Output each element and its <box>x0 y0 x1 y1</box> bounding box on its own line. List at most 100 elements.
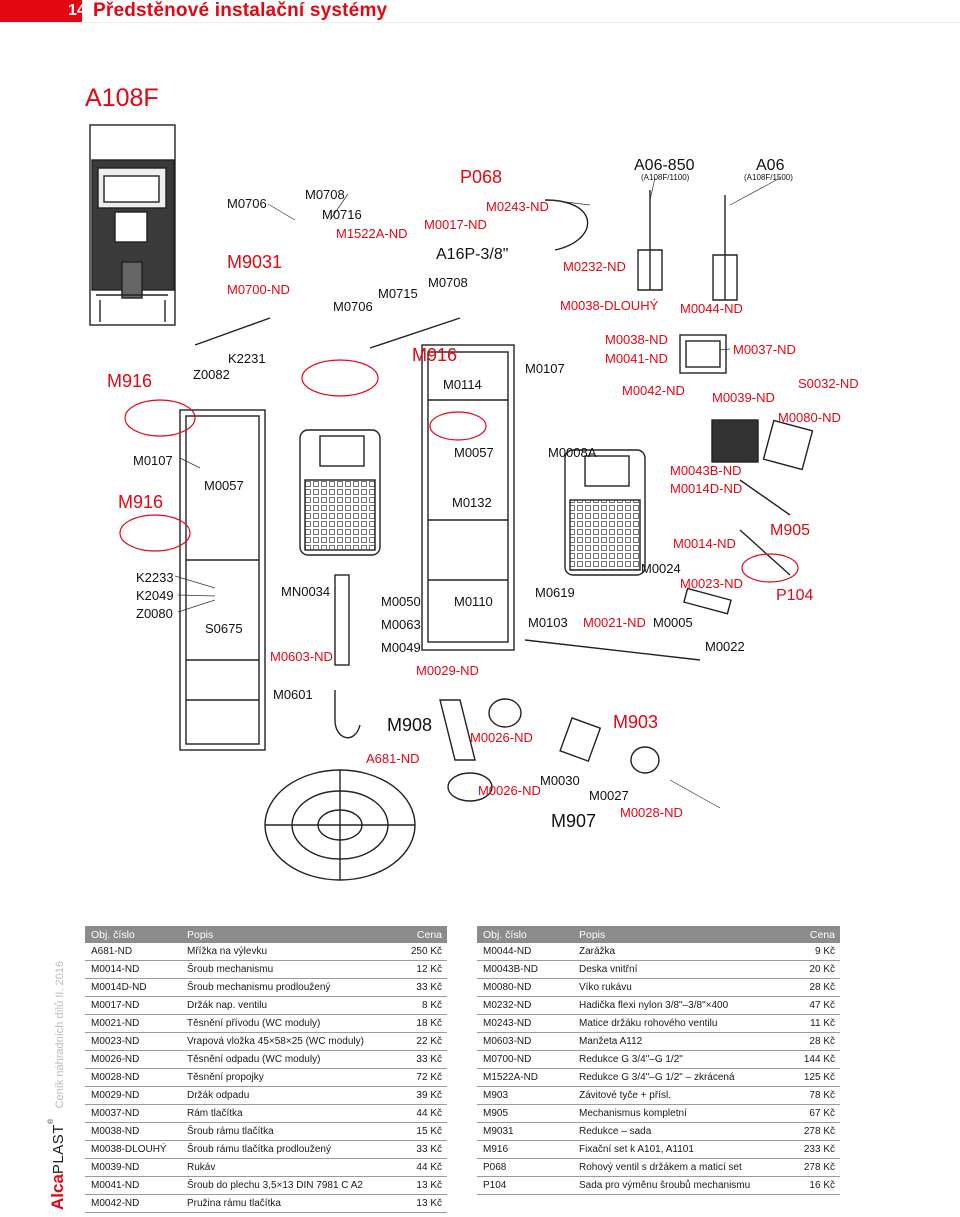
part-description: Šroub rámu tlačítka prodloužený <box>181 1140 391 1159</box>
part-label: M0057 <box>204 478 244 493</box>
model-title: A108F <box>85 84 159 112</box>
part-label: M0063 <box>381 617 421 632</box>
part-description: Těsnění odpadu (WC moduly) <box>181 1050 391 1069</box>
brand-sidebar: AlcaPLAST® Ceník náhradních dílů II. 201… <box>18 960 78 1210</box>
part-label: A681-ND <box>366 751 420 766</box>
part-description: Vrapová vložka 45×58×25 (WC moduly) <box>181 1032 391 1051</box>
col-header-price: Cena <box>783 926 840 943</box>
part-code: M0023-ND <box>85 1032 181 1051</box>
part-price: 33 Kč <box>391 1140 447 1159</box>
part-description: Těsnění propojky <box>181 1068 391 1087</box>
part-code: M0603-ND <box>477 1032 573 1051</box>
part-label: A06-850 <box>634 157 695 174</box>
part-label: M0030 <box>540 773 580 788</box>
part-code: M0014D-ND <box>85 978 181 997</box>
part-label: M0042-ND <box>622 383 685 398</box>
part-code: M0037-ND <box>85 1104 181 1123</box>
part-label: M916 <box>118 492 164 512</box>
part-code: A681-ND <box>85 943 181 961</box>
part-description: Rám tlačítka <box>181 1104 391 1123</box>
part-price: 44 Kč <box>391 1158 447 1177</box>
part-label: M907 <box>551 811 597 831</box>
part-description: Deska vnitřní <box>573 960 783 979</box>
part-label: S0032-ND <box>798 376 859 391</box>
part-label: M0601 <box>273 687 313 702</box>
installed-frame-illustration <box>89 124 176 326</box>
part-label: M0110 <box>454 594 493 609</box>
part-label: M9031 <box>227 252 283 272</box>
part-description: Rohový ventil s držákem a maticí set <box>573 1158 783 1177</box>
part-description: Víko rukávu <box>573 978 783 997</box>
part-label: M0028-ND <box>620 805 683 820</box>
part-price: 9 Kč <box>783 943 840 961</box>
part-label: A06 <box>756 157 785 174</box>
part-label: M903 <box>613 712 659 732</box>
part-price: 125 Kč <box>783 1068 840 1087</box>
part-label: A16P-3/8" <box>436 246 509 263</box>
col-header-code: Obj. číslo <box>85 926 181 943</box>
part-label: M0014-ND <box>673 536 736 551</box>
part-label: M0021-ND <box>583 615 646 630</box>
part-price: 20 Kč <box>783 960 840 979</box>
part-description: Mechanismus kompletní <box>573 1104 783 1123</box>
part-price: 33 Kč <box>391 978 447 997</box>
left-frame-illustration <box>179 409 266 751</box>
part-label: M0038-ND <box>605 332 668 347</box>
part-label: M1522A-ND <box>336 226 408 241</box>
part-code: M0044-ND <box>477 943 573 961</box>
part-label: M0049 <box>381 640 421 655</box>
part-code: M903 <box>477 1086 573 1105</box>
part-label: M0027 <box>589 788 629 803</box>
part-code: M1522A-ND <box>477 1068 573 1087</box>
part-price: 278 Kč <box>783 1122 840 1141</box>
part-label: M0232-ND <box>563 259 626 274</box>
col-header-desc: Popis <box>573 926 783 943</box>
part-description: Držák odpadu <box>181 1086 391 1105</box>
part-price: 78 Kč <box>783 1086 840 1105</box>
part-price: 33 Kč <box>391 1050 447 1069</box>
part-code: M0041-ND <box>85 1176 181 1195</box>
part-description: Těsnění přívodu (WC moduly) <box>181 1014 391 1033</box>
part-label: M0038-DLOUHÝ <box>560 298 659 313</box>
part-code: P104 <box>477 1176 573 1195</box>
part-label: M0039-ND <box>712 390 775 405</box>
part-label: M0706 <box>227 196 267 211</box>
part-code: M9031 <box>477 1122 573 1141</box>
part-code: M0042-ND <box>85 1194 181 1213</box>
page-number-box: 14 <box>0 0 86 22</box>
part-code: M905 <box>477 1104 573 1123</box>
part-label: M0017-ND <box>424 217 487 232</box>
part-label: S0675 <box>205 621 243 636</box>
part-price: 13 Kč <box>391 1194 447 1213</box>
part-code: M0232-ND <box>477 996 573 1015</box>
part-label: M0005 <box>653 615 693 630</box>
part-label: (A108F/1500) <box>744 173 793 182</box>
brand-plast: PLAST <box>50 1124 67 1175</box>
part-price: 144 Kč <box>783 1050 840 1069</box>
cistern-left-illustration <box>299 429 381 666</box>
part-label: M916 <box>107 371 153 391</box>
part-description: Šroub mechanismu prodloužený <box>181 978 391 997</box>
page-title: Předstěnové instalační systémy <box>93 0 388 21</box>
part-description: Redukce G 3/4"–G 1/2" – zkrácená <box>573 1068 783 1087</box>
part-price: 28 Kč <box>783 1032 840 1051</box>
cistern-right-illustration <box>564 449 646 576</box>
part-code: M0026-ND <box>85 1050 181 1069</box>
part-price: 278 Kč <box>783 1158 840 1177</box>
part-price: 233 Kč <box>783 1140 840 1159</box>
part-label: MN0034 <box>281 584 331 599</box>
